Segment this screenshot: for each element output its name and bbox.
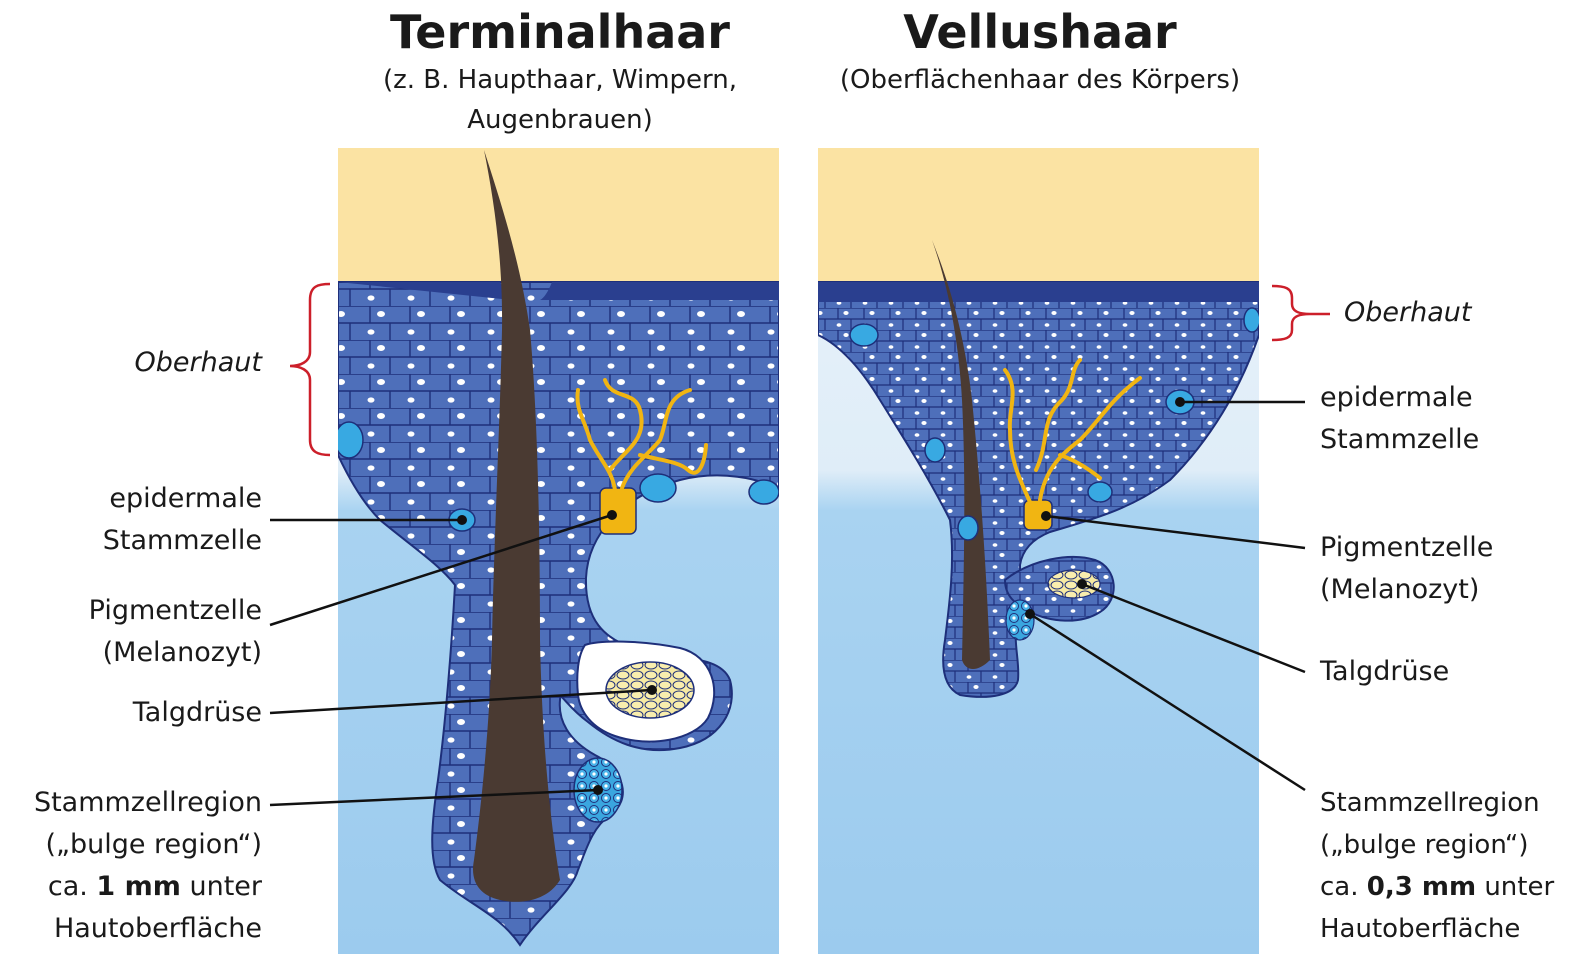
vellus-oberhaut-bracket [1272, 286, 1310, 340]
vellus-depth-value: 0,3 mm [1367, 872, 1476, 902]
vellus-sebaceous-gland [1048, 570, 1100, 598]
vellus-label-stamm-4: Hautoberfläche [1320, 908, 1520, 950]
skin-surface-area [818, 148, 1259, 288]
vellus-label-epidermale-1: epidermale [1320, 377, 1473, 419]
vellus-label-pigment-1: Pigmentzelle [1320, 527, 1493, 569]
leader-terminal-stamm-dot [593, 785, 603, 795]
terminal-label-oberhaut: Oberhaut [135, 342, 262, 384]
terminal-label-talg: Talgdrüse [133, 692, 262, 734]
vellus-label-epidermale-2: Stammzelle [1320, 419, 1479, 461]
terminal-oberhaut-bracket [290, 284, 330, 455]
vellus-bulge-region [1006, 600, 1034, 640]
terminal-label-epidermale-1: epidermale [109, 478, 262, 520]
terminalhaar-panel [335, 148, 779, 954]
vellushaar-panel [818, 148, 1260, 954]
vellus-label-stamm-2: („bulge region“) [1320, 824, 1529, 866]
terminal-depth-post: unter [181, 871, 262, 902]
vellus-stratum-corneum [818, 282, 1259, 302]
vellus-label-stamm-3: ca. 0,3 mm unter [1320, 866, 1554, 908]
terminal-label-stamm-1: Stammzellregion [34, 782, 262, 824]
terminal-label-stamm-4: Hautoberfläche [54, 908, 262, 950]
vellus-label-talg: Talgdrüse [1320, 651, 1449, 693]
terminal-depth-value: 1 mm [96, 871, 180, 902]
vellus-label-oberhaut: Oberhaut [1344, 292, 1471, 334]
vellus-label-pigment-2: (Melanozyt) [1320, 569, 1479, 611]
terminal-depth-pre: ca. [48, 871, 97, 902]
vellus-depth-pre: ca. [1320, 872, 1367, 902]
terminal-label-pigment-1: Pigmentzelle [89, 590, 262, 632]
terminal-label-stamm-2: („bulge region“) [45, 824, 262, 866]
vellus-depth-post: unter [1476, 872, 1554, 902]
vellus-label-stamm-1: Stammzellregion [1320, 782, 1540, 824]
terminal-label-pigment-2: (Melanozyt) [103, 632, 262, 674]
skin-surface-area [338, 148, 779, 288]
terminal-label-stamm-3: ca. 1 mm unter [48, 866, 262, 908]
leader-terminal-talg-dot [647, 685, 657, 695]
terminal-label-epidermale-2: Stammzelle [103, 520, 262, 562]
